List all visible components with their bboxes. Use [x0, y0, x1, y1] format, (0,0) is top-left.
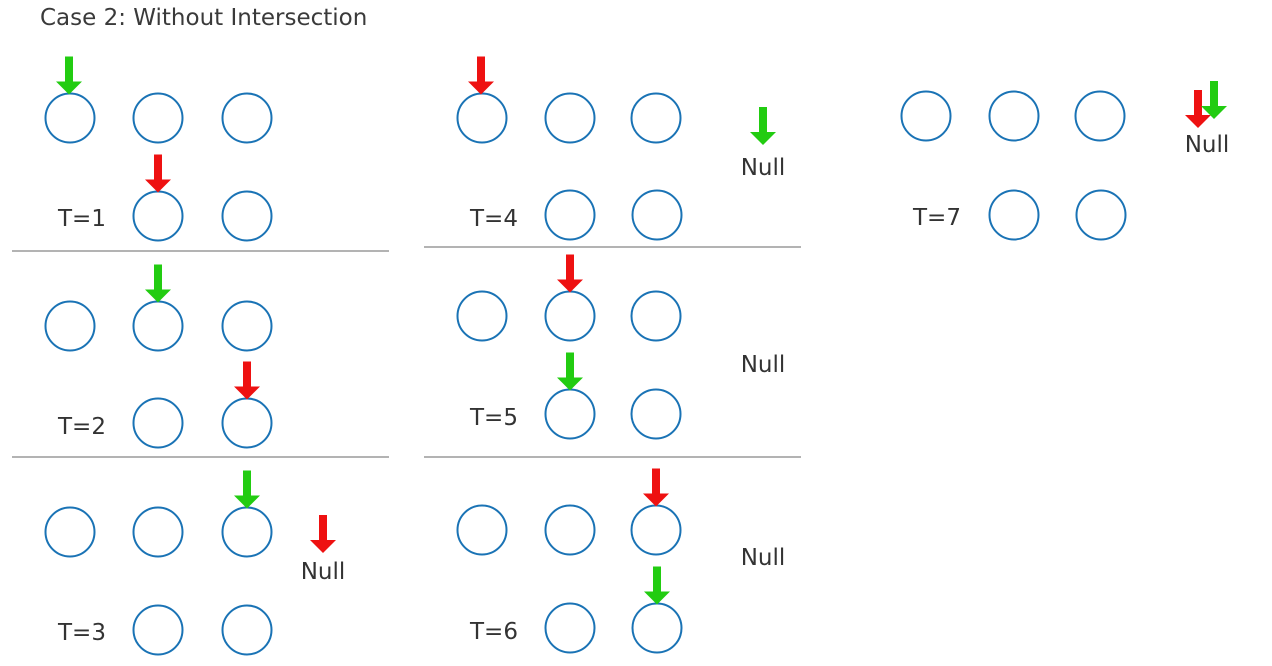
timestep-panel: T=5 Null	[456, 254, 786, 440]
timestep-panel: T=4 Null	[456, 56, 786, 241]
list-b-node	[544, 388, 596, 440]
list-b-node	[544, 602, 596, 654]
red-pointer-arrow	[234, 361, 260, 400]
timestep-label: T=1	[57, 206, 106, 232]
list-a-node	[1074, 90, 1126, 142]
red-pointer-arrow	[145, 154, 171, 193]
list-a-node	[456, 504, 508, 556]
list-a-node	[44, 92, 96, 144]
list-a-node	[544, 92, 596, 144]
timestep-panel: T=1	[44, 56, 273, 242]
list-b-node	[1075, 189, 1127, 241]
timesteps: T=1T=2T=3NullT=4NullT=5NullT=6NullT=7Nul…	[44, 56, 1230, 656]
green-pointer-arrow	[557, 352, 583, 391]
timestep-label: T=6	[469, 619, 518, 645]
list-b-node	[221, 397, 273, 449]
list-a-node	[456, 290, 508, 342]
list-b-node	[988, 189, 1040, 241]
timestep-panel: T=7 Null	[900, 81, 1230, 241]
list-a-node	[630, 92, 682, 144]
green-pointer-arrow	[750, 107, 776, 145]
list-b-node	[221, 190, 273, 242]
red-pointer-arrow	[468, 56, 494, 95]
list-a-node	[221, 92, 273, 144]
list-a-node	[221, 506, 273, 558]
list-a-node	[456, 92, 508, 144]
list-b-node	[132, 604, 184, 656]
list-a-node	[132, 300, 184, 352]
green-pointer-arrow	[234, 470, 260, 509]
list-a-node	[221, 300, 273, 352]
list-b-node	[631, 602, 683, 654]
null-label: Null	[741, 545, 786, 571]
timestep-panel: T=3 Null	[44, 470, 346, 656]
list-a-node	[44, 300, 96, 352]
red-pointer-arrow	[310, 515, 336, 553]
list-b-node	[221, 604, 273, 656]
list-b-node	[132, 190, 184, 242]
red-pointer-arrow	[557, 254, 583, 293]
list-a-node	[544, 290, 596, 342]
timestep-label: T=3	[57, 620, 106, 646]
null-label: Null	[741, 352, 786, 378]
list-a-node	[544, 504, 596, 556]
diagram-title: Case 2: Without Intersection	[40, 5, 367, 31]
timestep-panel: T=2	[44, 264, 273, 449]
green-pointer-arrow	[1201, 81, 1227, 119]
null-label: Null	[741, 155, 786, 181]
timestep-label: T=2	[57, 414, 106, 440]
green-pointer-arrow	[644, 566, 670, 605]
timestep-label: T=4	[469, 206, 518, 232]
timestep-panel: T=6 Null	[456, 468, 786, 654]
list-b-node	[631, 189, 683, 241]
green-pointer-arrow	[145, 264, 171, 303]
red-pointer-arrow	[643, 468, 669, 507]
list-b-node	[630, 388, 682, 440]
list-b-node	[132, 397, 184, 449]
null-label: Null	[1185, 132, 1230, 158]
timestep-label: T=5	[469, 405, 518, 431]
list-a-node	[630, 504, 682, 556]
dividers	[12, 246, 801, 458]
list-a-node	[630, 290, 682, 342]
list-a-node	[132, 506, 184, 558]
list-a-node	[44, 506, 96, 558]
timestep-label: T=7	[912, 205, 961, 231]
list-a-node	[132, 92, 184, 144]
list-b-node	[544, 189, 596, 241]
red-pointer-arrow	[1185, 90, 1211, 128]
null-label: Null	[301, 559, 346, 585]
green-pointer-arrow	[56, 56, 82, 95]
list-a-node	[988, 90, 1040, 142]
list-a-node	[900, 90, 952, 142]
